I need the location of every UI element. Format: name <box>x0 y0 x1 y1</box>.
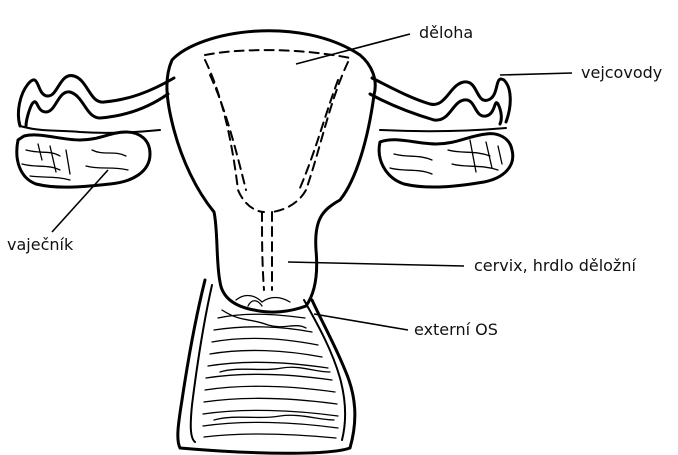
right-fallopian-tube-drawing <box>370 78 510 131</box>
external-os-label: externí OS <box>414 321 498 339</box>
vagina-drawing <box>178 280 355 453</box>
ovary-label: vaječník <box>7 236 73 254</box>
fallopian-tubes-label: vejcovody <box>581 64 662 82</box>
cervix-label: cervix, hrdlo děložní <box>474 257 636 275</box>
right-ovary-drawing <box>379 134 513 187</box>
uterus-label: děloha <box>419 24 473 42</box>
uterine-cavity-outline <box>205 50 350 58</box>
fallopian-tubes-leader-line <box>500 73 572 75</box>
uterus-leader-line <box>296 34 410 64</box>
vaginal-rugae-texture <box>203 310 338 438</box>
external-os-leader-line <box>314 314 408 330</box>
ovary-leader-line <box>52 170 108 232</box>
left-fallopian-tube-drawing <box>18 76 174 133</box>
left-ovary-drawing <box>17 132 150 187</box>
cervix-leader-line <box>288 262 464 266</box>
uterus-drawing <box>167 31 375 312</box>
